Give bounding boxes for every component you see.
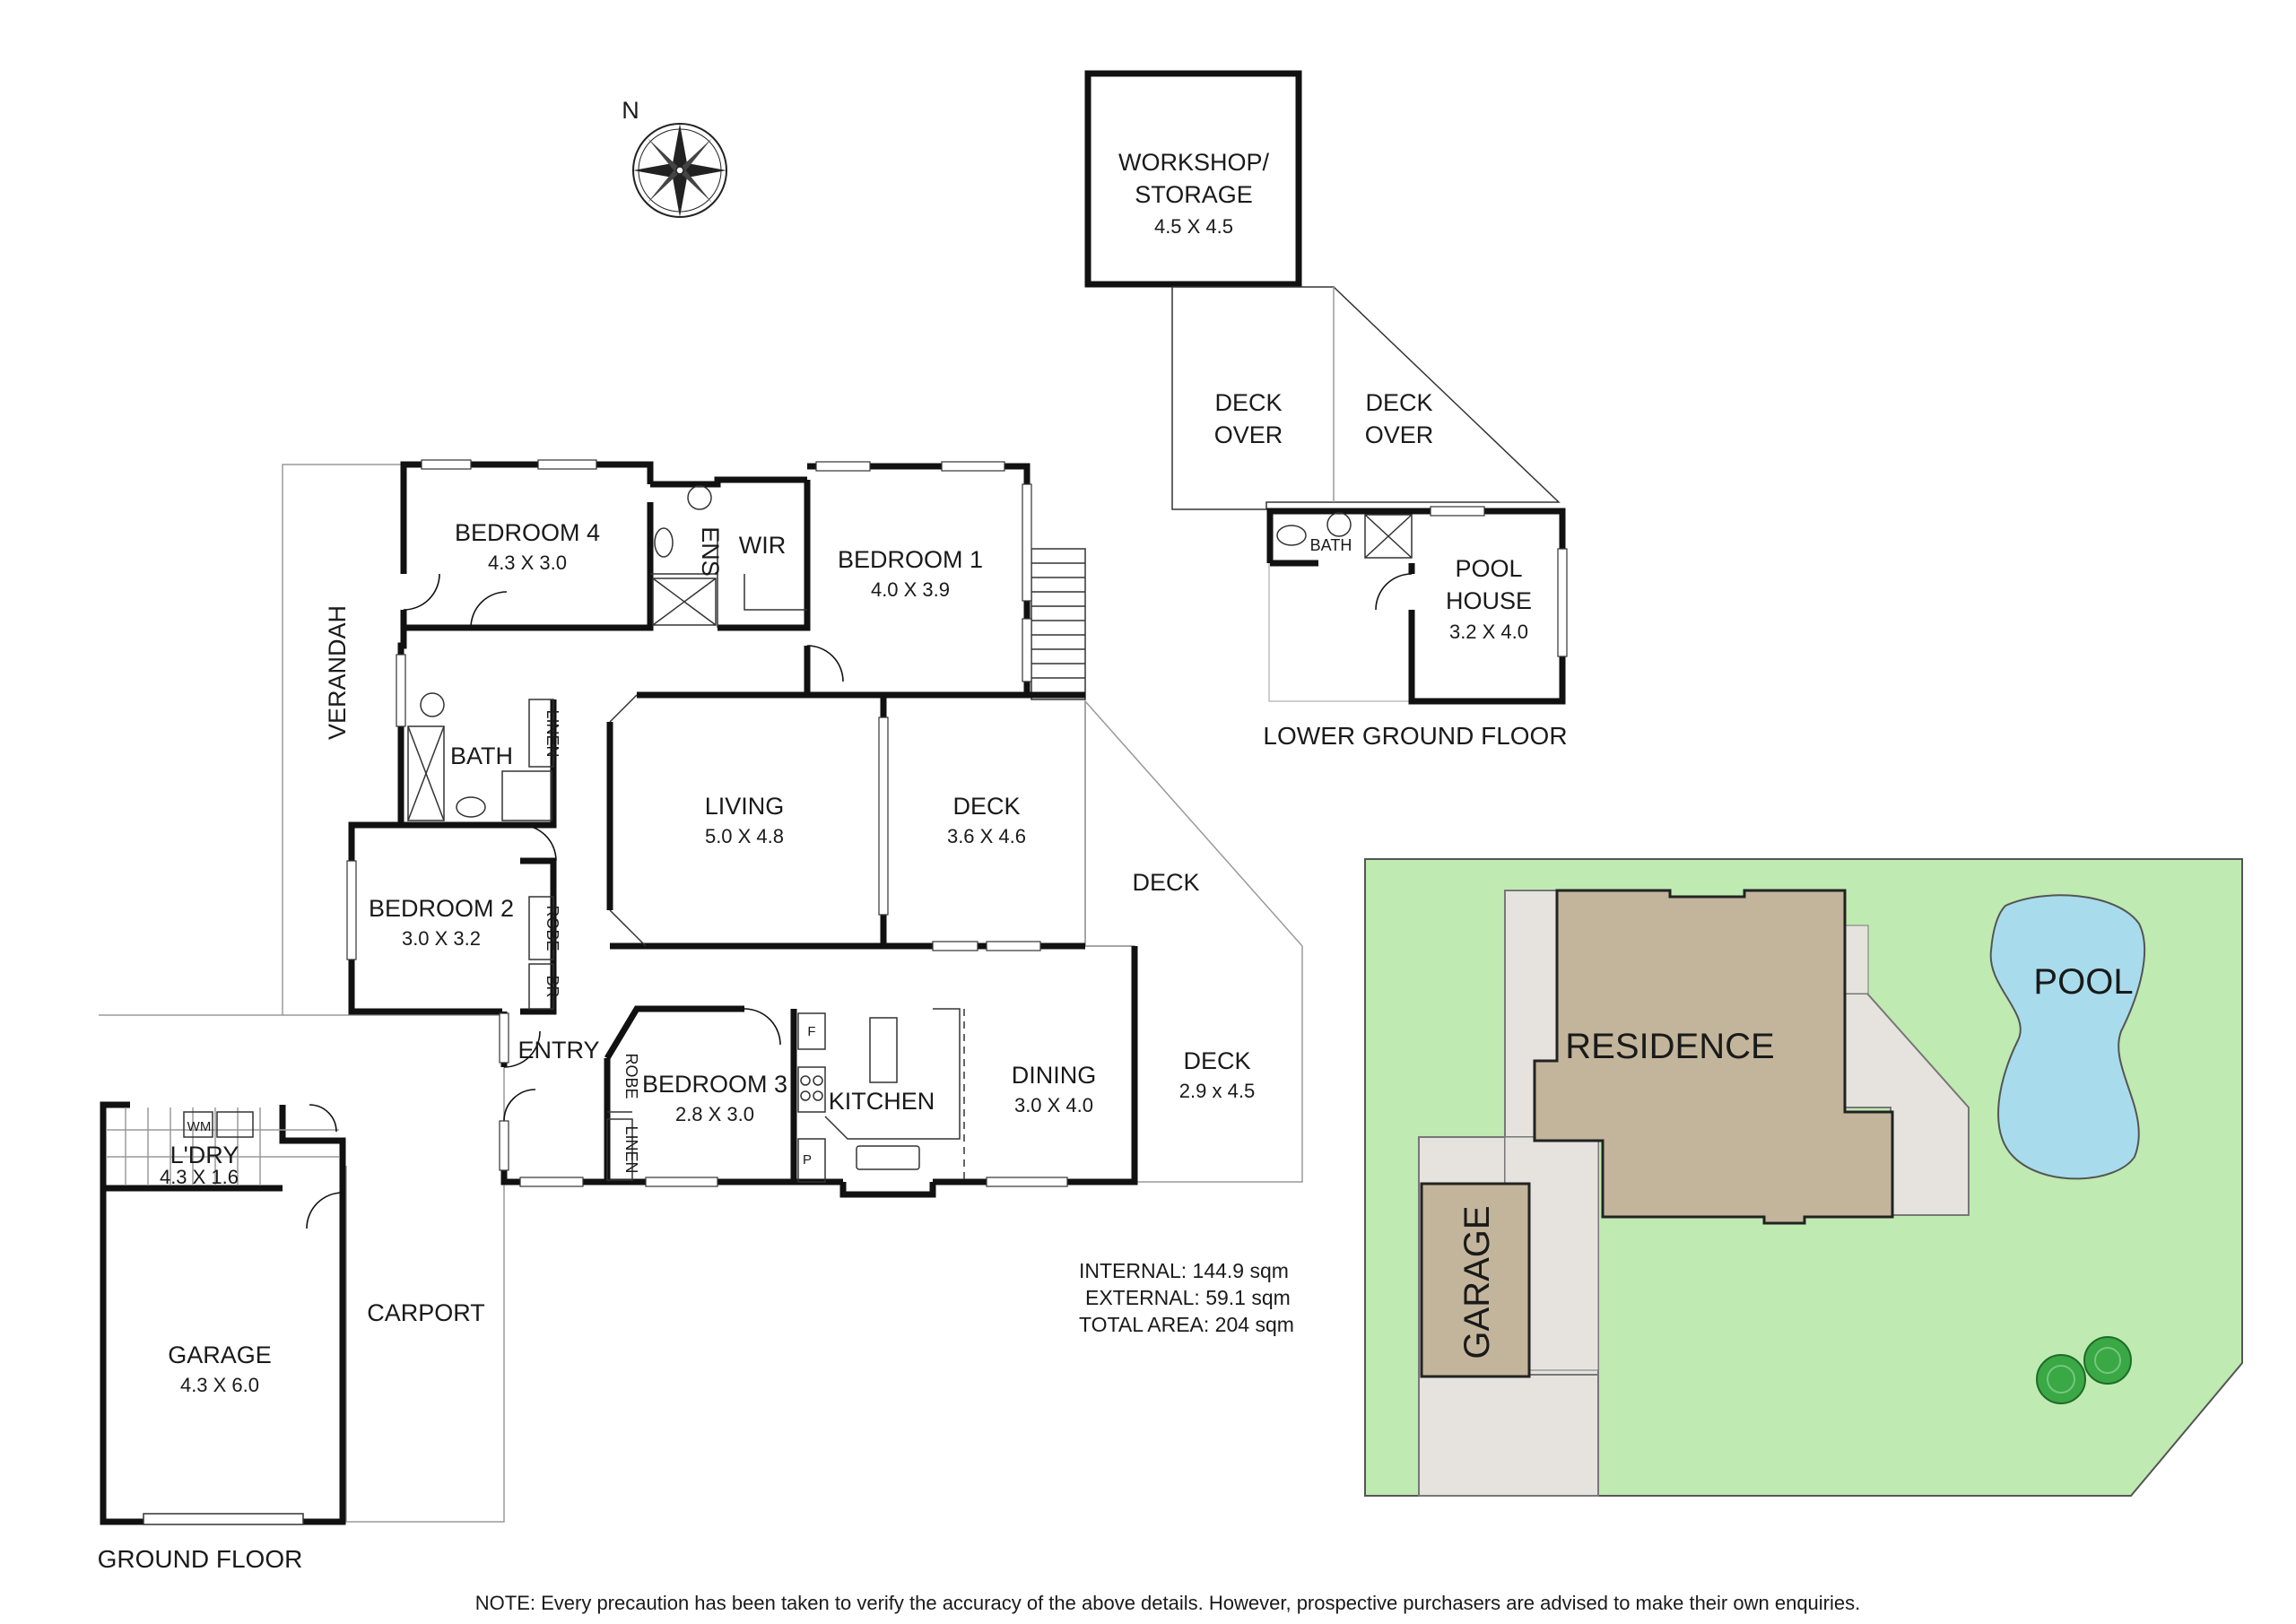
- dining-label: DINING: [1012, 1062, 1097, 1089]
- washing-machine-label: WM: [187, 1119, 212, 1134]
- site-garage: [1420, 1182, 1531, 1378]
- bedroom-2-label: BEDROOM 2: [369, 895, 514, 922]
- bedroom-2-size: 3.0 X 3.2: [402, 927, 481, 950]
- pool-house-line2: HOUSE: [1446, 587, 1532, 614]
- garage-label: GARAGE: [168, 1342, 272, 1368]
- bedroom-3-label: BEDROOM 3: [642, 1071, 787, 1098]
- deck-over-1-line2: OVER: [1214, 421, 1283, 448]
- site-residence-label: RESIDENCE: [1565, 1027, 1774, 1066]
- deck-3-size: 2.9 x 4.5: [1179, 1080, 1255, 1102]
- wir-label: WIR: [739, 532, 786, 559]
- laundry-size: 4.3 X 1.6: [160, 1166, 239, 1188]
- br-label: BR: [544, 975, 561, 997]
- deck-over-2-line2: OVER: [1365, 421, 1434, 448]
- ground-floor-title: GROUND FLOOR: [98, 1545, 303, 1573]
- kitchen-label: KITCHEN: [829, 1088, 935, 1115]
- compass-rose-icon: [632, 123, 727, 218]
- stairs: [1031, 548, 1086, 700]
- carport-label: CARPORT: [367, 1299, 485, 1326]
- robe-1-label: ROBE: [544, 905, 561, 951]
- bedroom-1-label: BEDROOM 1: [838, 546, 983, 573]
- fridge-label: F: [807, 1024, 815, 1039]
- robe-2-label: ROBE: [622, 1053, 640, 1099]
- deck-1-label: DECK: [952, 793, 1020, 820]
- dining-size: 3.0 X 4.0: [1014, 1094, 1093, 1116]
- garage-size: 4.3 X 6.0: [180, 1374, 259, 1396]
- entry-label: ENTRY: [517, 1037, 599, 1064]
- laundry-label: L'DRY: [170, 1142, 239, 1168]
- lower-ground-floor: WORKSHOP/ STORAGE 4.5 X 4.5 DECK OVER DE…: [1084, 70, 1568, 750]
- deck-over-1-line1: DECK: [1214, 389, 1282, 416]
- linen-1-label: LINEN: [544, 709, 561, 757]
- external-area: EXTERNAL: 59.1 sqm: [1085, 1286, 1291, 1309]
- deck-1-size: 3.6 X 4.6: [947, 825, 1026, 847]
- living-label: LIVING: [705, 793, 785, 820]
- ens-label: ENS: [697, 526, 724, 577]
- site-garage-label: GARAGE: [1457, 1205, 1497, 1359]
- verandah-label: VERANDAH: [324, 605, 351, 740]
- total-area: TOTAL AREA: 204 sqm: [1079, 1313, 1294, 1336]
- bedroom-1-size: 4.0 X 3.9: [871, 578, 950, 601]
- ground-floor: BEDROOM 4 4.3 X 3.0 ENS WIR BEDROOM 1 4.…: [98, 459, 1303, 1573]
- compass-north-label: N: [622, 97, 639, 124]
- living-size: 5.0 X 4.8: [705, 825, 784, 847]
- laundry-tiles: [106, 1107, 339, 1185]
- internal-area: INTERNAL: 144.9 sqm: [1079, 1259, 1289, 1282]
- disclaimer-note: NOTE: Every precaution has been taken to…: [475, 1592, 1860, 1614]
- pantry-label: P: [803, 1152, 812, 1168]
- bedroom-3-size: 2.8 X 3.0: [675, 1103, 754, 1125]
- site-tree-icon: [2036, 1336, 2132, 1404]
- workshop-label-line1: WORKSHOP/: [1118, 149, 1270, 176]
- workshop-size: 4.5 X 4.5: [1154, 215, 1233, 238]
- linen-2-label: LINEN: [622, 1125, 640, 1173]
- pool-house-line1: POOL: [1455, 555, 1522, 582]
- workshop-room: [1084, 70, 1302, 288]
- site-plan: RESIDENCE POOL GARAGE: [1364, 858, 2243, 1497]
- site-residence: [1533, 889, 1894, 1225]
- pool-house-size: 3.2 X 4.0: [1449, 621, 1528, 643]
- deck-2-label: DECK: [1132, 869, 1199, 896]
- lower-ground-floor-title: LOWER GROUND FLOOR: [1263, 722, 1567, 750]
- workshop-label-line2: STORAGE: [1135, 181, 1253, 208]
- bedroom-4-size: 4.3 X 3.0: [488, 551, 567, 574]
- bedroom-4-label: BEDROOM 4: [455, 519, 600, 546]
- bath-label: BATH: [450, 743, 513, 769]
- site-pool: [1989, 894, 2146, 1180]
- deck-over-2-line1: DECK: [1365, 389, 1432, 416]
- site-pool-label: POOL: [2033, 962, 2133, 1002]
- lgf-bath-label: BATH: [1310, 536, 1352, 554]
- deck-3-label: DECK: [1183, 1047, 1250, 1074]
